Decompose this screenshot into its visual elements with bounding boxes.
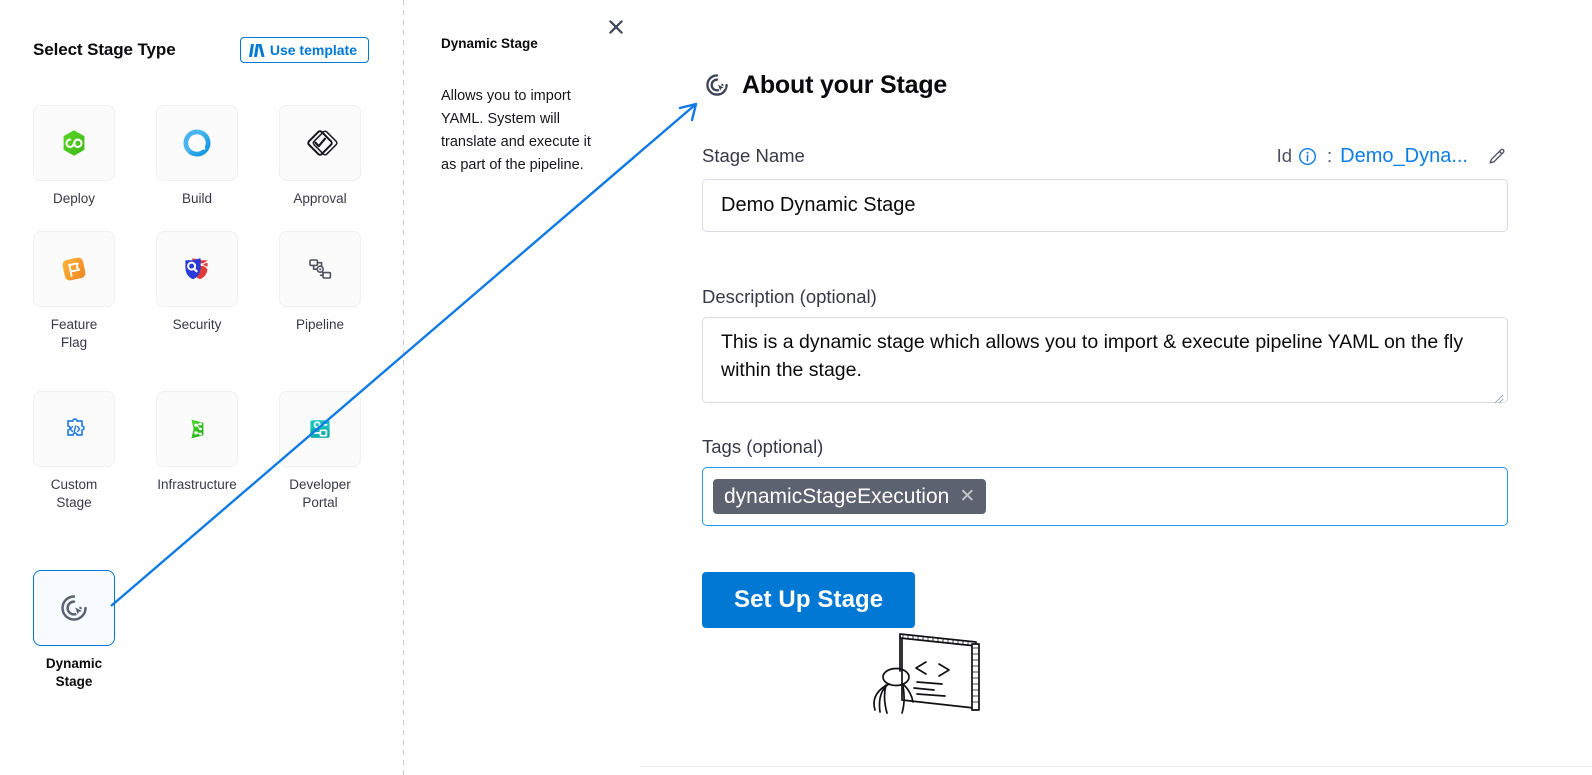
description-textarea[interactable] — [702, 317, 1508, 403]
custom-stage-code-puzzle-icon — [56, 411, 92, 447]
stage-cell-approval: Approval — [279, 105, 361, 208]
stage-card-dynamic-stage[interactable] — [33, 570, 115, 646]
about-your-stage-title: About your Stage — [742, 71, 947, 100]
pencil-edit-icon[interactable] — [1486, 145, 1508, 167]
approval-diamond-check-icon — [302, 125, 338, 161]
stage-name-input[interactable] — [702, 179, 1508, 232]
stage-cell-feature-flag: Feature Flag — [33, 231, 115, 352]
template-bars-icon — [250, 44, 264, 57]
stage-cell-infrastructure: Infrastructure — [156, 391, 238, 512]
stage-card-custom-stage[interactable] — [33, 391, 115, 467]
use-template-button[interactable]: Use template — [240, 37, 369, 63]
stage-card-approval[interactable] — [279, 105, 361, 181]
stage-label: Custom Stage — [26, 476, 122, 512]
left-panel-header: Select Stage Type Use template — [33, 36, 369, 64]
stage-id-row: Id : Demo_Dyna... — [1277, 145, 1508, 168]
stage-cell-pipeline: Pipeline — [279, 231, 361, 352]
tags-label: Tags (optional) — [702, 436, 1508, 458]
about-your-stage-header: About your Stage — [702, 70, 947, 100]
info-circle-icon[interactable] — [1298, 147, 1317, 166]
stage-cell-security: Security — [156, 231, 238, 352]
stage-card-security[interactable] — [156, 231, 238, 307]
stage-cell-developer-portal: Developer Portal — [279, 391, 361, 512]
stage-label: Infrastructure — [149, 476, 245, 494]
stage-card-build[interactable] — [156, 105, 238, 181]
feature-flag-icon — [56, 251, 92, 287]
description-label: Description (optional) — [702, 286, 1508, 308]
stage-card-feature-flag[interactable] — [33, 231, 115, 307]
stage-label: Security — [149, 316, 245, 334]
stage-grid-row: Feature Flag — [33, 231, 383, 352]
stage-cell-dynamic-stage: Dynamic Stage — [33, 570, 115, 691]
build-magnifier-circle-icon — [179, 125, 215, 161]
tag-remove-icon[interactable]: ✕ — [959, 487, 975, 506]
set-up-stage-button[interactable]: Set Up Stage — [702, 572, 915, 628]
stage-label: Approval — [272, 190, 368, 208]
stage-name-label-row: Stage Name Id : Demo_Dyna... — [702, 142, 1508, 170]
stage-info-description: Allows you to import YAML. System will t… — [441, 85, 606, 177]
stage-id-label: Id — [1277, 145, 1292, 167]
about-your-stage-icon — [702, 70, 732, 100]
stage-details-form: Stage Name Id : Demo_Dyna... — [702, 142, 1508, 628]
stage-label: Feature Flag — [26, 316, 122, 352]
stage-label: Pipeline — [272, 316, 368, 334]
tag-chip[interactable]: dynamicStageExecution ✕ — [713, 479, 986, 514]
stage-grid-row: Deploy Build — [33, 105, 383, 208]
stage-name-label: Stage Name — [702, 145, 805, 167]
stage-label: Build — [149, 190, 245, 208]
page-title: Select Stage Type — [33, 40, 176, 60]
security-shields-icon — [179, 251, 215, 287]
stage-grid-row: Custom Stage — [33, 391, 383, 512]
pipeline-nodes-icon — [302, 251, 338, 287]
select-stage-type-panel: Select Stage Type Use template — [0, 0, 403, 775]
dynamic-stage-target-cursor-icon — [56, 590, 92, 626]
stage-label: Deploy — [26, 190, 122, 208]
stage-id-separator: : — [1327, 145, 1332, 167]
stage-info-title: Dynamic Stage — [441, 36, 631, 51]
stage-grid-row: Dynamic Stage — [33, 570, 383, 691]
deploy-hexagon-infinity-icon — [56, 125, 92, 161]
tags-input[interactable]: dynamicStageExecution ✕ — [702, 467, 1508, 526]
stage-cell-custom-stage: Custom Stage — [33, 391, 115, 512]
stage-card-pipeline[interactable] — [279, 231, 361, 307]
tag-chip-label: dynamicStageExecution — [724, 484, 949, 509]
stage-card-deploy[interactable] — [33, 105, 115, 181]
stage-type-grid: Deploy Build — [33, 105, 383, 714]
stage-cell-build: Build — [156, 105, 238, 208]
bottom-divider — [640, 766, 1592, 767]
use-template-label: Use template — [270, 43, 357, 57]
stage-label: Developer Portal — [272, 476, 368, 512]
description-field-wrap — [702, 317, 1508, 408]
developer-portal-icon — [302, 411, 338, 447]
close-icon[interactable] — [604, 15, 628, 39]
stage-card-infrastructure[interactable] — [156, 391, 238, 467]
infrastructure-nodes-icon — [179, 411, 215, 447]
stage-info-panel: Dynamic Stage Allows you to import YAML.… — [404, 0, 640, 775]
stage-cell-deploy: Deploy — [33, 105, 115, 208]
stage-card-developer-portal[interactable] — [279, 391, 361, 467]
about-your-stage-panel: About your Stage Stage Name Id : D — [640, 0, 1592, 775]
stage-id-value: Demo_Dyna... — [1340, 145, 1468, 168]
stage-label: Dynamic Stage — [26, 655, 122, 691]
